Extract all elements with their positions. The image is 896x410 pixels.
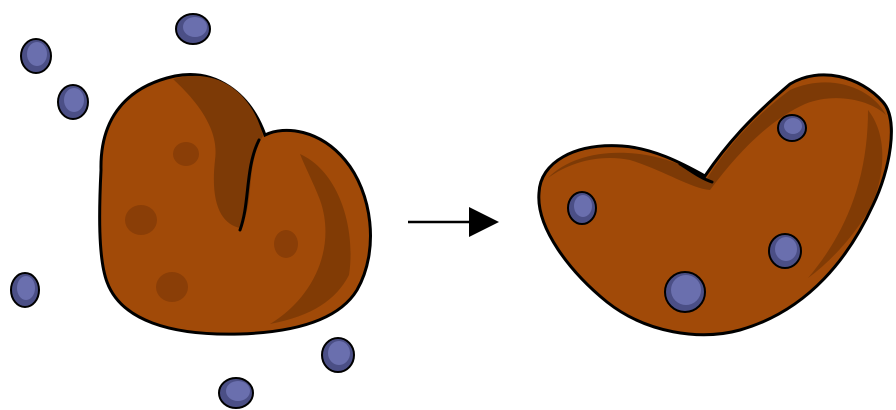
particle-bound-3 (769, 234, 801, 268)
pit-3 (156, 272, 188, 302)
particle-free-1 (176, 14, 210, 44)
pit-1 (173, 142, 199, 166)
particle-free-6 (219, 378, 253, 408)
pit-4 (274, 230, 298, 258)
particle-free-3 (58, 85, 88, 119)
particle-bound-2 (778, 115, 806, 141)
pit-2 (125, 205, 157, 235)
particle-bound-1 (568, 192, 596, 224)
particle-bound-4 (665, 272, 705, 312)
particle-free-2 (21, 39, 51, 73)
particle-free-5 (322, 338, 354, 372)
particle-free-4 (11, 273, 39, 307)
left-shape (100, 75, 371, 335)
